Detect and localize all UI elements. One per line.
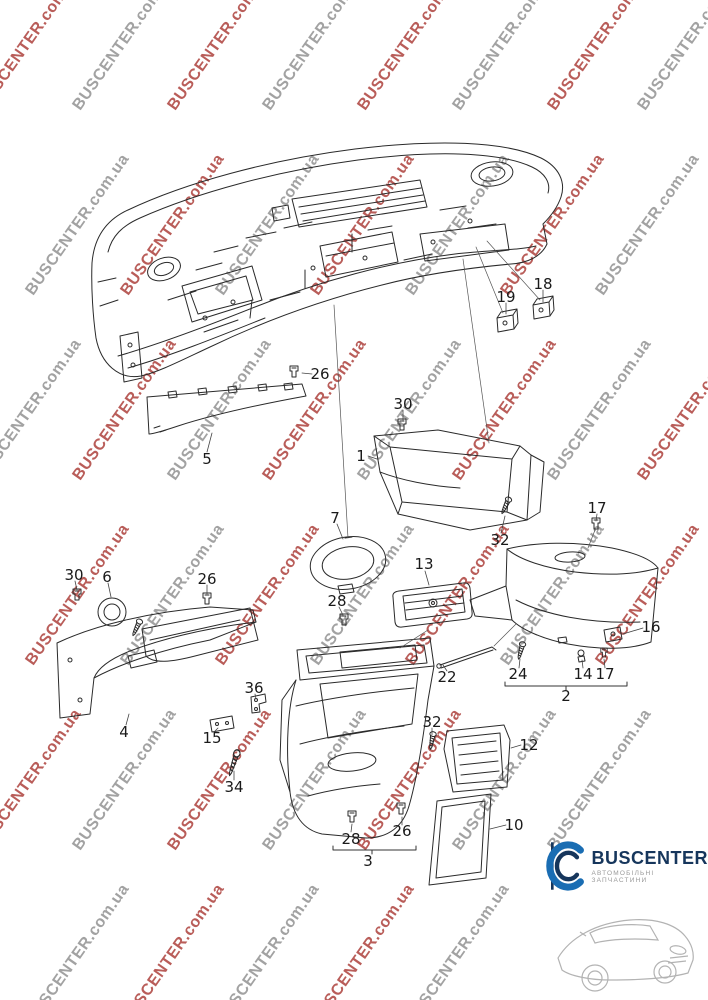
part-bracket-15 xyxy=(209,715,235,733)
buscenter-logo: BUSCENTER АВТОМОБІЛЬНІ ЗАПЧАСТИНИ xyxy=(540,836,708,1000)
part-vent-13 xyxy=(392,582,473,628)
part-fastener-17 xyxy=(600,647,608,658)
part-hinge-rod-22 xyxy=(436,646,497,669)
brand-center: CENTER xyxy=(630,847,708,868)
leader-lines xyxy=(74,289,644,833)
part-dashboard-assembly xyxy=(91,142,564,383)
part-glovebox-frame-1 xyxy=(373,429,545,531)
logo-mark-icon xyxy=(546,841,584,891)
part-clip-30-glovebox xyxy=(397,418,407,431)
part-fastener-14 xyxy=(577,649,586,663)
part-screw-6 xyxy=(129,617,144,638)
part-switch-18 xyxy=(532,295,555,320)
part-clip-28-console xyxy=(339,613,349,626)
part-trim-strip-5 xyxy=(146,382,307,435)
part-clip-26-top xyxy=(289,365,299,378)
brand-tagline: АВТОМОБІЛЬНІ ЗАПЧАСТИНИ xyxy=(591,869,655,884)
car-sketch xyxy=(557,919,694,992)
part-panel-10 xyxy=(428,793,492,886)
part-console-3 xyxy=(279,637,435,839)
part-clip-30-left xyxy=(72,588,82,601)
part-tray-12 xyxy=(443,724,511,793)
brand-bus: BUS xyxy=(591,847,631,868)
part-screw-24 xyxy=(514,640,527,661)
part-glovebox-lid-2 xyxy=(469,542,659,649)
part-clip-26-bottom xyxy=(396,802,406,815)
part-bezel-7 xyxy=(309,536,387,595)
part-bracket-36 xyxy=(250,693,267,714)
part-lower-panel-4 xyxy=(56,606,259,719)
brand-name: BUSCENTER xyxy=(591,849,708,867)
part-lock-16 xyxy=(603,626,623,643)
part-switch-19 xyxy=(496,308,519,333)
part-cap-6 xyxy=(97,597,127,627)
group-brackets xyxy=(332,681,628,855)
assembly-lines xyxy=(333,240,596,649)
part-clip-28-bottom xyxy=(347,810,357,823)
part-clip-26-left xyxy=(202,592,212,605)
